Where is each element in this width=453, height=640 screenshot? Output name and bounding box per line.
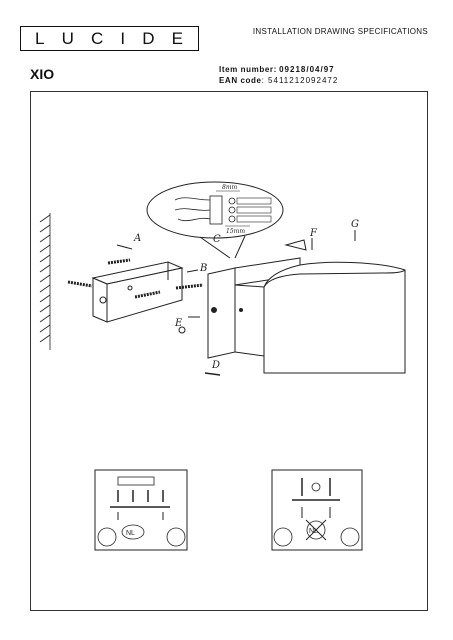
label-g: G (351, 219, 359, 230)
drawing-frame (30, 91, 428, 611)
ean-value: : 5411212092472 (261, 76, 339, 85)
ean-line: EAN code: 5411212092472 (219, 75, 338, 86)
label-e: E (174, 318, 183, 329)
item-number-line: Item number: 09218/04/97 (219, 64, 338, 75)
logo-letter: C (90, 28, 105, 48)
inset-badge-right: NL (309, 528, 318, 535)
product-meta: Item number: 09218/04/97 EAN code: 54112… (219, 64, 338, 86)
logo-letter: D (142, 28, 156, 48)
product-name: XIO (30, 66, 55, 82)
dimension-8mm: 8mm (222, 184, 238, 191)
label-c: C (213, 234, 221, 245)
screw-d (204, 372, 221, 376)
item-number-value: 09218/04/97 (279, 65, 335, 74)
terminal-block (209, 195, 223, 225)
dimension-15mm: 15mm (226, 228, 245, 235)
mounting-bracket (91, 261, 184, 323)
document-heading: INSTALLATION DRAWING SPECIFICATIONS (252, 27, 428, 36)
inset-badge-left: NL (126, 530, 135, 537)
lucide-logo: L U C I D E (20, 26, 199, 51)
lamp-body (207, 257, 406, 374)
logo-letter: E (171, 28, 184, 48)
ean-label: EAN code (219, 76, 262, 85)
logo-letter: I (120, 28, 127, 48)
label-f: F (309, 228, 318, 239)
logo-letter: U (61, 28, 75, 48)
inset-right: NL (271, 469, 363, 551)
inset-left: NL (94, 469, 188, 551)
grub-screw (178, 316, 200, 334)
label-b: B (199, 263, 207, 274)
wall-hatching (39, 213, 51, 350)
bracket-screws (134, 269, 204, 299)
label-a: A (133, 233, 141, 244)
wiring-callout: 8mm 15mm (146, 181, 284, 259)
wall-screws (67, 244, 133, 288)
label-d: D (211, 360, 220, 371)
connector-f (284, 238, 313, 251)
item-number-label: Item number: (219, 65, 277, 74)
logo-letter: L (35, 28, 46, 48)
